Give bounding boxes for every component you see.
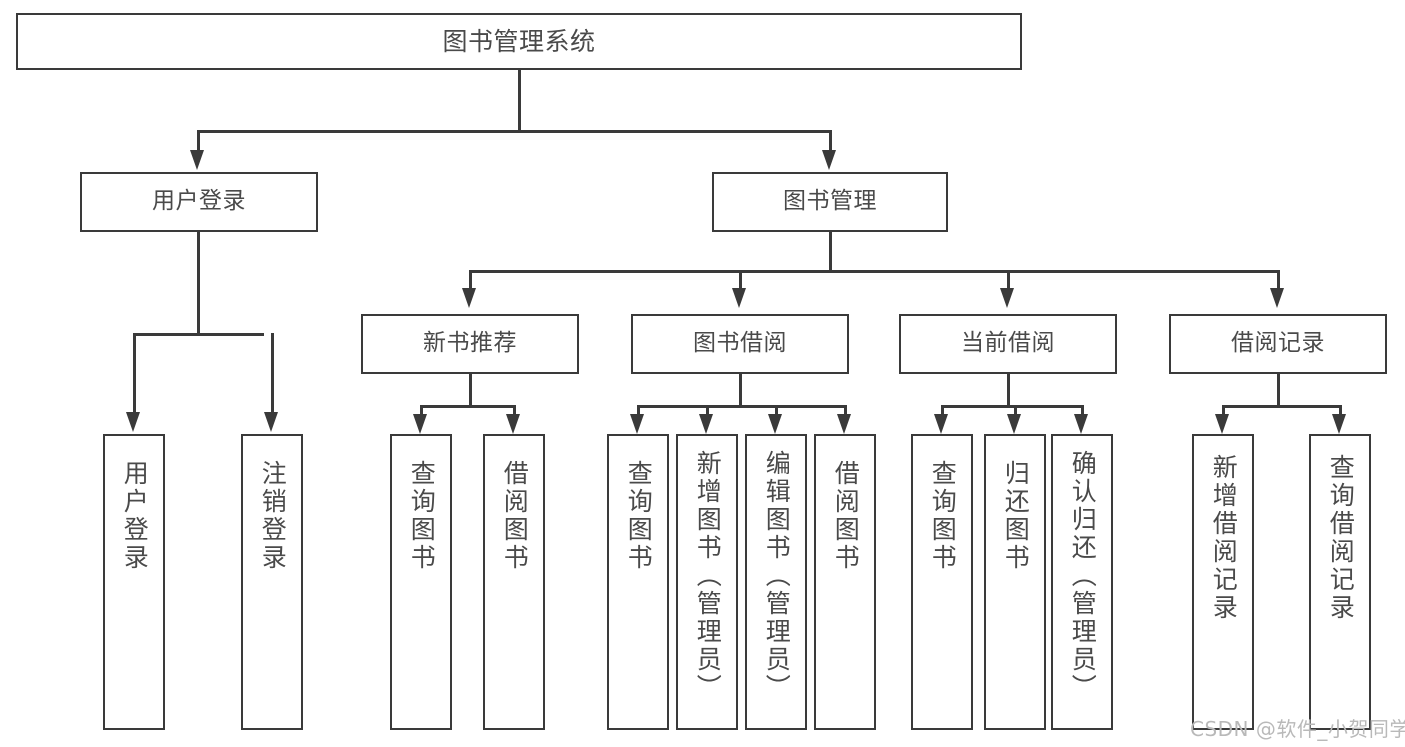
- node-book-management-label: 图书管理: [783, 188, 877, 215]
- connector-current-stem: [1007, 374, 1010, 407]
- arrowhead-recommend-1: [506, 414, 520, 434]
- connector-level1-drop-0: [197, 130, 200, 158]
- leaf-borrow-book-label: 借阅图书: [831, 460, 861, 572]
- leaf-user-login-label: 用户登录: [120, 460, 150, 572]
- arrowhead-borrow-3: [837, 414, 851, 434]
- leaf-user-login[interactable]: 用户登录: [103, 434, 165, 730]
- arrowhead-level2-2: [1000, 288, 1014, 308]
- leaf-query-borrow-record-label: 查询借阅记录: [1326, 454, 1356, 622]
- leaf-edit-book-admin[interactable]: 编辑图书（管理员）: [745, 434, 807, 730]
- csdn-watermark: CSDN @软件_小贺同学: [1190, 717, 1405, 741]
- connector-level2-drop-2: [1007, 270, 1010, 294]
- arrowhead-borrow-2: [768, 414, 782, 434]
- arrowhead-current-0: [934, 414, 948, 434]
- connector-user-login-drop-0: [133, 333, 136, 421]
- connector-record-stem: [1277, 374, 1280, 407]
- node-book-borrow[interactable]: 图书借阅: [631, 314, 849, 374]
- node-borrow-record-label: 借阅记录: [1231, 330, 1325, 357]
- leaf-return-book-label: 归还图书: [1001, 460, 1031, 572]
- connector-recommend-stem: [469, 374, 472, 407]
- arrowhead-record-0: [1215, 414, 1229, 434]
- node-current-borrow[interactable]: 当前借阅: [899, 314, 1117, 374]
- arrowhead-level1-0: [190, 150, 204, 170]
- connector-user-login-drop-1: [271, 333, 274, 421]
- connector-level2-drop-3: [1277, 270, 1280, 294]
- leaf-logout[interactable]: 注销登录: [241, 434, 303, 730]
- node-book-management[interactable]: 图书管理: [712, 172, 948, 232]
- arrowhead-level1-1: [822, 150, 836, 170]
- leaf-edit-book-admin-label: 编辑图书（管理员）: [762, 450, 792, 702]
- arrowhead-level2-3: [1270, 288, 1284, 308]
- leaf-return-book[interactable]: 归还图书: [984, 434, 1046, 730]
- leaf-query-book-borrow[interactable]: 查询图书: [607, 434, 669, 730]
- connector-level2-drop-1: [739, 270, 742, 294]
- leaf-add-borrow-record[interactable]: 新增借阅记录: [1192, 434, 1254, 730]
- leaf-add-borrow-record-label: 新增借阅记录: [1209, 454, 1239, 622]
- leaf-query-book-recommend-label: 查询图书: [407, 460, 437, 572]
- node-new-book-recommend-label: 新书推荐: [423, 330, 517, 357]
- leaf-query-book-current-label: 查询图书: [928, 460, 958, 572]
- connector-root-stem: [518, 70, 521, 132]
- connector-level2-drop-0: [469, 270, 472, 294]
- connector-level1-drop-1: [829, 130, 832, 158]
- node-user-login-label: 用户登录: [152, 188, 246, 215]
- connector-level1-bus: [197, 130, 830, 133]
- arrowhead-current-1: [1007, 414, 1021, 434]
- connector-current-bus: [941, 405, 1082, 408]
- arrowhead-current-2: [1074, 414, 1088, 434]
- connector-user-login-bus: [133, 333, 264, 336]
- leaf-confirm-return-admin[interactable]: 确认归还（管理员）: [1051, 434, 1113, 730]
- leaf-borrow-book-recommend[interactable]: 借阅图书: [483, 434, 545, 730]
- connector-recommend-bus: [420, 405, 515, 408]
- arrowhead-level2-1: [732, 288, 746, 308]
- leaf-logout-label: 注销登录: [258, 460, 288, 572]
- connector-borrow-bus: [637, 405, 845, 408]
- connector-borrow-stem: [739, 374, 742, 407]
- leaf-query-book-current[interactable]: 查询图书: [911, 434, 973, 730]
- node-root[interactable]: 图书管理系统: [16, 13, 1022, 70]
- node-user-login[interactable]: 用户登录: [80, 172, 318, 232]
- leaf-add-book-admin-label: 新增图书（管理员）: [693, 450, 723, 702]
- leaf-query-book-recommend[interactable]: 查询图书: [390, 434, 452, 730]
- leaf-borrow-book[interactable]: 借阅图书: [814, 434, 876, 730]
- leaf-confirm-return-admin-label: 确认归还（管理员）: [1068, 450, 1098, 702]
- arrowhead-borrow-0: [630, 414, 644, 434]
- leaf-query-book-borrow-label: 查询图书: [624, 460, 654, 572]
- node-book-borrow-label: 图书借阅: [693, 330, 787, 357]
- arrowhead-user-login-0: [126, 412, 140, 432]
- leaf-query-borrow-record[interactable]: 查询借阅记录: [1309, 434, 1371, 730]
- arrowhead-level2-0: [462, 288, 476, 308]
- connector-record-bus: [1222, 405, 1341, 408]
- node-new-book-recommend[interactable]: 新书推荐: [361, 314, 579, 374]
- arrowhead-record-1: [1332, 414, 1346, 434]
- node-current-borrow-label: 当前借阅: [961, 330, 1055, 357]
- connector-level2-bus: [469, 270, 1279, 273]
- arrowhead-user-login-1: [264, 412, 278, 432]
- leaf-borrow-book-recommend-label: 借阅图书: [500, 460, 530, 572]
- node-borrow-record[interactable]: 借阅记录: [1169, 314, 1387, 374]
- node-root-label: 图书管理系统: [442, 26, 596, 56]
- connector-user-login-stem: [197, 232, 200, 335]
- arrowhead-recommend-0: [413, 414, 427, 434]
- arrowhead-borrow-1: [699, 414, 713, 434]
- connector-book-management-stem: [829, 232, 832, 272]
- leaf-add-book-admin[interactable]: 新增图书（管理员）: [676, 434, 738, 730]
